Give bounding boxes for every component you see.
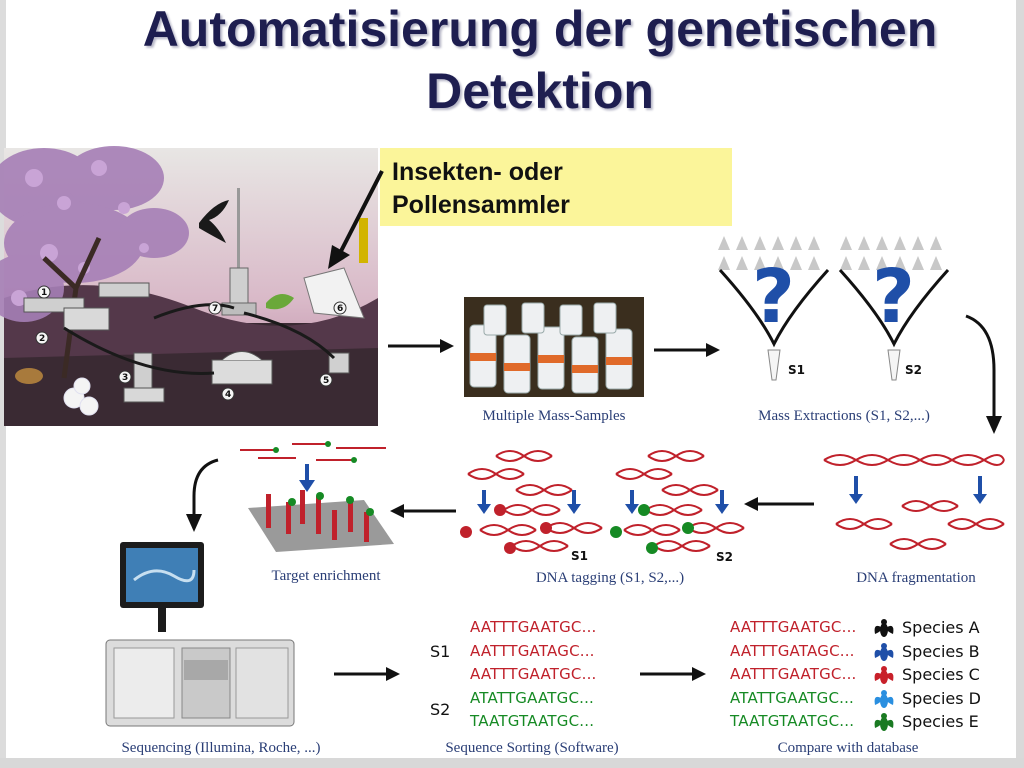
fly-icon <box>874 713 894 731</box>
caption-dna-fragmentation: DNA fragmentation <box>856 570 976 586</box>
sorting-group-s2: S2 <box>430 700 451 719</box>
species-name: Species D <box>902 688 981 708</box>
question-mark-2: ? <box>872 254 915 340</box>
slide-title-line-2: Detektion <box>426 63 654 119</box>
sorted-sequence: AATTTGAATGC... <box>470 665 597 683</box>
callout-box <box>380 148 732 226</box>
sorted-sequence: ATATTGAATGC... <box>470 688 595 707</box>
callout-text: Insekten- oder Pollensammler <box>392 158 570 219</box>
species-name: Species C <box>902 665 980 684</box>
arrow-sorting-to-database <box>640 667 706 681</box>
species-name: Species A <box>902 618 980 637</box>
arrow-fragmentation-to-tagging <box>744 497 814 511</box>
caption-dna-tagging: DNA tagging (S1, S2,...) <box>535 570 685 586</box>
arrow-sequencing-to-sorting <box>334 667 400 681</box>
database-sequence: TAATGTAATGC... <box>730 712 855 730</box>
station-number-2: 2 <box>39 334 45 344</box>
tube-label-s2: S2 <box>905 363 922 377</box>
database-sequence: AATTTGATAGC... <box>730 641 855 660</box>
arrow-samples-to-extraction <box>654 343 720 357</box>
station-number-3: 3 <box>122 373 128 383</box>
fly-icon <box>874 619 894 637</box>
sample-bottles-photo <box>464 297 644 397</box>
station-number-6: 6 <box>337 304 343 314</box>
station-number-7: 7 <box>212 304 218 314</box>
sorted-sequence: AATTTGATAGC... <box>470 641 595 660</box>
caption-compare-database: Compare with database <box>777 740 919 756</box>
arrow-scene-to-samples <box>388 339 454 353</box>
mass-extraction-funnels: ? ? <box>718 236 950 381</box>
slide-title-line-1: Automatisierung der genetischen <box>142 1 938 57</box>
sequencer-machine <box>105 542 295 727</box>
arrow-enrichment-to-sequencing <box>186 458 219 532</box>
question-mark-1: ? <box>752 254 795 340</box>
station-number-1: 1 <box>41 288 47 298</box>
fly-icon <box>874 666 894 684</box>
sorted-sequence: TAATGTAATGC... <box>470 712 595 730</box>
caption-mass-extractions: Mass Extractions (S1, S2,...) <box>758 408 930 424</box>
database-sequence: AATTTGAATGC... <box>730 618 857 636</box>
tag-label-s1: S1 <box>571 549 588 563</box>
callout-arrow <box>328 170 384 269</box>
species-name: Species B <box>902 641 980 661</box>
database-sequence: ATATTGAATGC... <box>730 688 855 707</box>
dna-fragmentation-graphic <box>823 454 1005 550</box>
target-enrichment-graphic <box>240 441 394 552</box>
caption-sequence-sorting: Sequence Sorting (Software) <box>445 740 619 756</box>
caption-sequencing: Sequencing (Illumina, Roche, ...) <box>121 740 321 756</box>
station-number-4: 4 <box>225 390 231 400</box>
dna-tagging-graphic <box>460 450 745 554</box>
tag-label-s2: S2 <box>716 550 733 564</box>
database-sequence: AATTTGAATGC... <box>730 665 857 683</box>
fly-icon <box>874 689 894 708</box>
arrow-extraction-to-fragmentation <box>965 314 1002 434</box>
arrow-tagging-to-enrichment <box>390 504 456 518</box>
sorted-sequence: AATTTGAATGC... <box>470 618 597 636</box>
fly-icon <box>874 642 894 661</box>
caption-target-enrichment: Target enrichment <box>271 568 381 584</box>
slide-right-edge <box>1016 0 1024 768</box>
species-name: Species E <box>902 712 979 731</box>
sorting-group-s1: S1 <box>430 642 451 661</box>
slide-left-edge <box>0 0 6 768</box>
caption-multiple-mass-samples: Multiple Mass-Samples <box>482 408 626 424</box>
tube-label-s1: S1 <box>788 363 805 377</box>
field-station-illustration: 1 2 3 4 5 6 7 <box>0 146 378 426</box>
station-number-5: 5 <box>323 376 329 386</box>
slide-bottom-edge <box>0 758 1024 768</box>
